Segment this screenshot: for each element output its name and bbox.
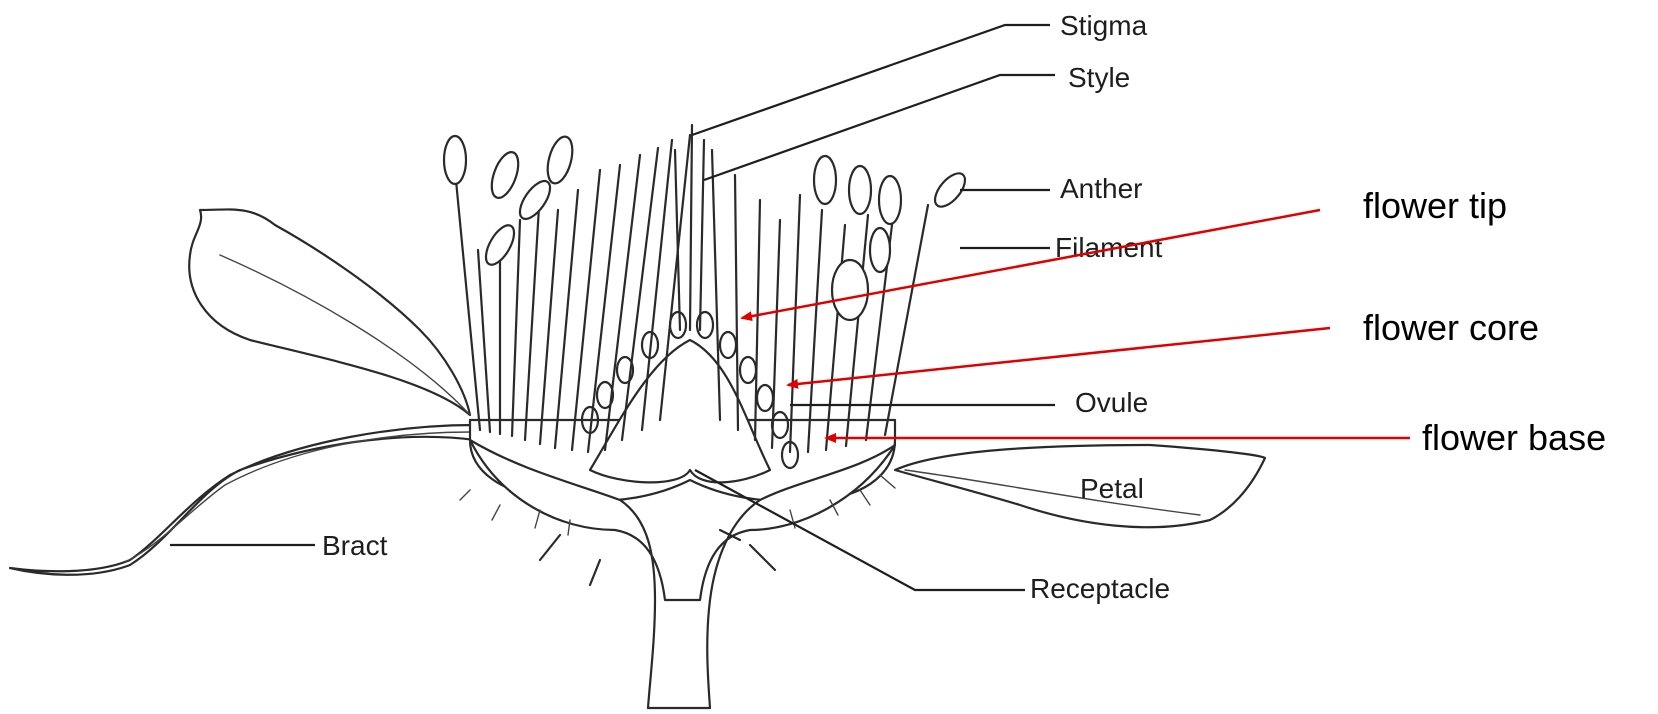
label-anther: Anther	[1060, 173, 1143, 204]
annotation-labels: flower tip flower core flower base	[1363, 185, 1606, 458]
label-style: Style	[1068, 62, 1130, 93]
label-petal: Petal	[1080, 473, 1144, 504]
style-leader	[704, 75, 1055, 180]
left-leaf	[189, 209, 470, 415]
label-stigma: Stigma	[1060, 10, 1148, 41]
bract-shape	[10, 425, 475, 575]
annotation-flower-tip: flower tip	[1363, 185, 1507, 226]
flower-core-arrow	[788, 328, 1330, 385]
annotation-flower-core: flower core	[1363, 307, 1539, 348]
stigma-leader	[692, 25, 1050, 135]
label-receptacle: Receptacle	[1030, 573, 1170, 604]
annotation-flower-base: flower base	[1422, 417, 1606, 458]
label-bract: Bract	[322, 530, 388, 561]
flower-tip-arrow	[742, 210, 1320, 318]
label-ovule: Ovule	[1075, 387, 1148, 418]
label-filament: Filament	[1055, 232, 1163, 263]
